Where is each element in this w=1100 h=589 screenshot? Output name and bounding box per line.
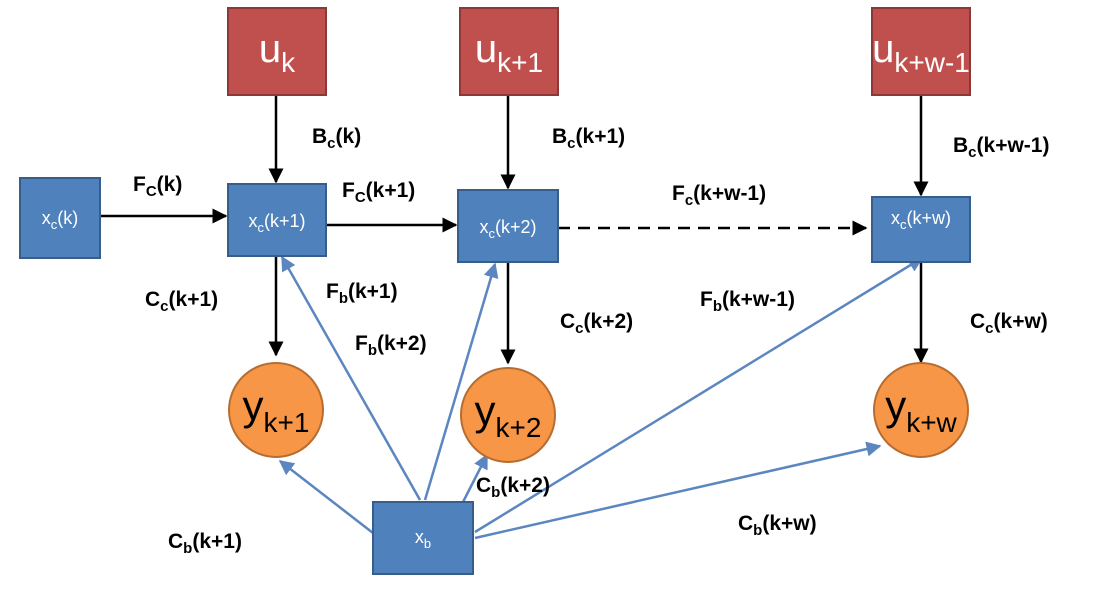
svg-text:xc(k+1): xc(k+1) [248, 211, 305, 235]
label-fc-k1: FC(k+1) [342, 179, 415, 206]
label-cb-kw: Cb(k+w) [738, 512, 817, 539]
edge-xb-to-xc-k2 [423, 262, 499, 501]
label-fc-k: FC(k) [133, 173, 182, 200]
svg-text:xc(k+w): xc(k+w) [891, 208, 951, 232]
state-node-xb: xb [372, 501, 474, 575]
state-node-xc-kw: xc(k+w) [871, 196, 971, 263]
edge-xb-to-y-k1 [278, 460, 374, 534]
input-node-u-k: uk [227, 7, 327, 96]
output-node-y-kw: yk+w [873, 362, 969, 458]
input-node-u-kw1: uk+w-1 [871, 7, 971, 96]
svg-text:yk+1: yk+1 [243, 382, 310, 438]
svg-text:uk+w-1: uk+w-1 [872, 27, 970, 78]
label-fb-kw1: Fb(k+w-1) [700, 288, 795, 315]
edge-xb-to-y-kw [474, 441, 882, 540]
label-bc-k1: Bc(k+1) [552, 125, 625, 152]
edge-xb-to-xc-kw [474, 256, 924, 534]
label-cc-k2: Cc(k+2) [560, 310, 633, 337]
edge-xb-to-y-k2 [461, 453, 489, 503]
svg-text:xc(k+2): xc(k+2) [479, 217, 536, 241]
state-node-xc-k: xc(k) [19, 177, 101, 259]
svg-text:xb: xb [415, 527, 431, 551]
label-bc-kw1: Bc(k+w-1) [953, 134, 1049, 161]
state-node-xc-k2: xc(k+2) [457, 189, 559, 263]
label-cc-kw: Cc(k+w) [970, 310, 1048, 337]
label-cb-k2: Cb(k+2) [476, 474, 550, 501]
edge-xb-to-xc-k1 [280, 255, 422, 501]
label-fb-k1: Fb(k+1) [326, 280, 398, 307]
svg-text:yk+2: yk+2 [475, 387, 542, 443]
output-node-y-k2: yk+2 [460, 367, 556, 463]
label-fc-kw1: Fc(k+w-1) [672, 182, 766, 209]
label-cc-k1: Cc(k+1) [145, 288, 218, 315]
svg-text:yk+w: yk+w [885, 382, 957, 438]
label-fb-k2: Fb(k+2) [355, 332, 427, 359]
label-bc-k: Bc(k) [312, 125, 361, 152]
svg-text:xc(k): xc(k) [42, 208, 79, 232]
svg-text:uk+1: uk+1 [475, 27, 543, 78]
output-node-y-k1: yk+1 [228, 362, 324, 458]
svg-text:uk: uk [259, 27, 296, 78]
state-node-xc-k1: xc(k+1) [227, 183, 327, 257]
input-node-u-k1: uk+1 [459, 7, 559, 96]
label-cb-k1: Cb(k+1) [168, 530, 242, 557]
